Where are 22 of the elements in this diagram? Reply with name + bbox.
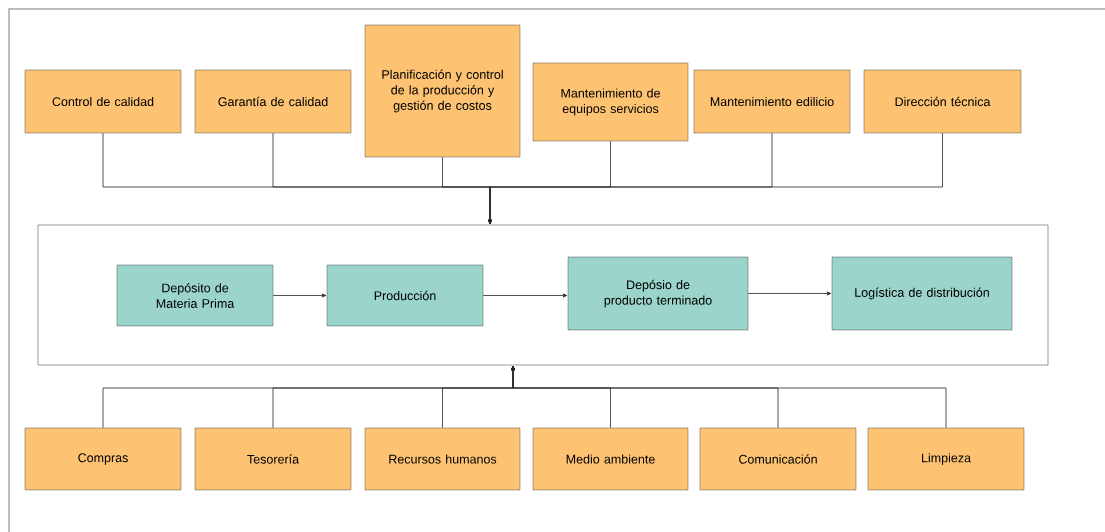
process-box: Depósio de producto terminado <box>567 256 749 331</box>
department-box: Tesorería <box>194 427 352 491</box>
department-box: Mantenimiento edilicio <box>693 69 851 134</box>
department-box: Planificación y control de la producción y gestión de costos <box>364 24 521 158</box>
department-box: Dirección técnica <box>863 69 1022 134</box>
department-box: Medio ambiente <box>532 427 689 491</box>
process-box: Producción <box>326 264 484 327</box>
process-box: Depósito de Materia Prima <box>116 264 274 327</box>
department-box: Comunicación <box>699 427 857 491</box>
department-box: Garantía de calidad <box>194 69 352 134</box>
group-frame <box>37 224 1049 366</box>
arrow <box>482 293 568 298</box>
arrow <box>272 293 327 298</box>
department-box: Recursos humanos <box>364 427 521 491</box>
arrow <box>747 291 832 296</box>
arrow <box>488 132 943 225</box>
process-box: Logística de distribución <box>831 256 1013 331</box>
arrow <box>511 365 947 429</box>
department-box: Limpieza <box>867 427 1025 491</box>
department-box: Mantenimiento de equipos servicios <box>532 62 689 142</box>
department-box: Compras <box>24 427 182 491</box>
department-box: Control de calidad <box>24 69 182 134</box>
